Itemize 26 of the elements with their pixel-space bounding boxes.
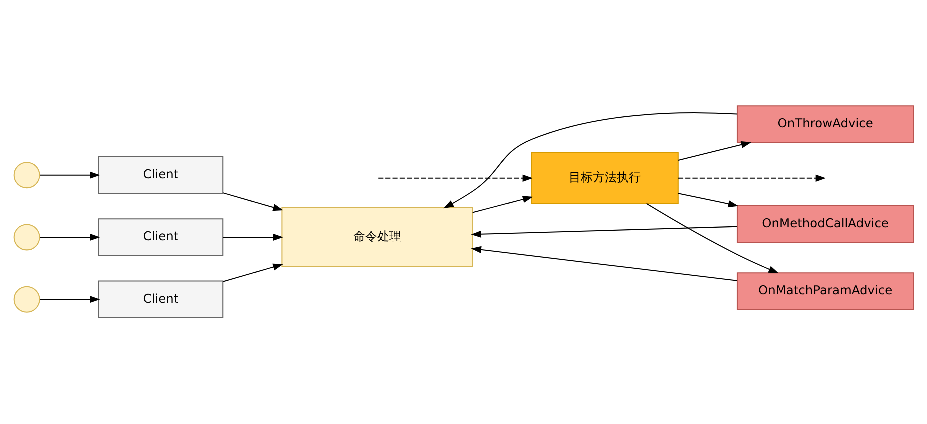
- node-person: [13, 162, 40, 189]
- node-box: 命令处理: [281, 207, 473, 268]
- node-box: Client: [98, 156, 224, 194]
- node-person: [13, 224, 40, 251]
- arrow: [678, 141, 752, 161]
- node-box: OnMethodCallAdvice: [736, 205, 914, 244]
- arrow: [222, 264, 283, 282]
- node-person: [13, 286, 40, 313]
- arrow: [443, 112, 737, 209]
- arrow: [646, 203, 778, 274]
- node-box: Client: [98, 280, 224, 318]
- arrow: [40, 296, 100, 304]
- arrow: [40, 234, 100, 242]
- arrow: [678, 174, 826, 182]
- node-box: Client: [98, 218, 224, 256]
- arrow: [40, 172, 100, 179]
- arrow: [222, 234, 283, 242]
- arrow: [678, 193, 738, 208]
- node-box: OnMatchParamAdvice: [736, 272, 914, 310]
- arrow: [222, 192, 283, 212]
- node-box: OnThrowAdvice: [736, 106, 914, 144]
- arrow: [470, 246, 737, 282]
- arrow: [470, 226, 737, 238]
- node-box: 目标方法执行: [530, 152, 678, 204]
- arrow: [472, 196, 533, 214]
- arrow: [378, 174, 532, 182]
